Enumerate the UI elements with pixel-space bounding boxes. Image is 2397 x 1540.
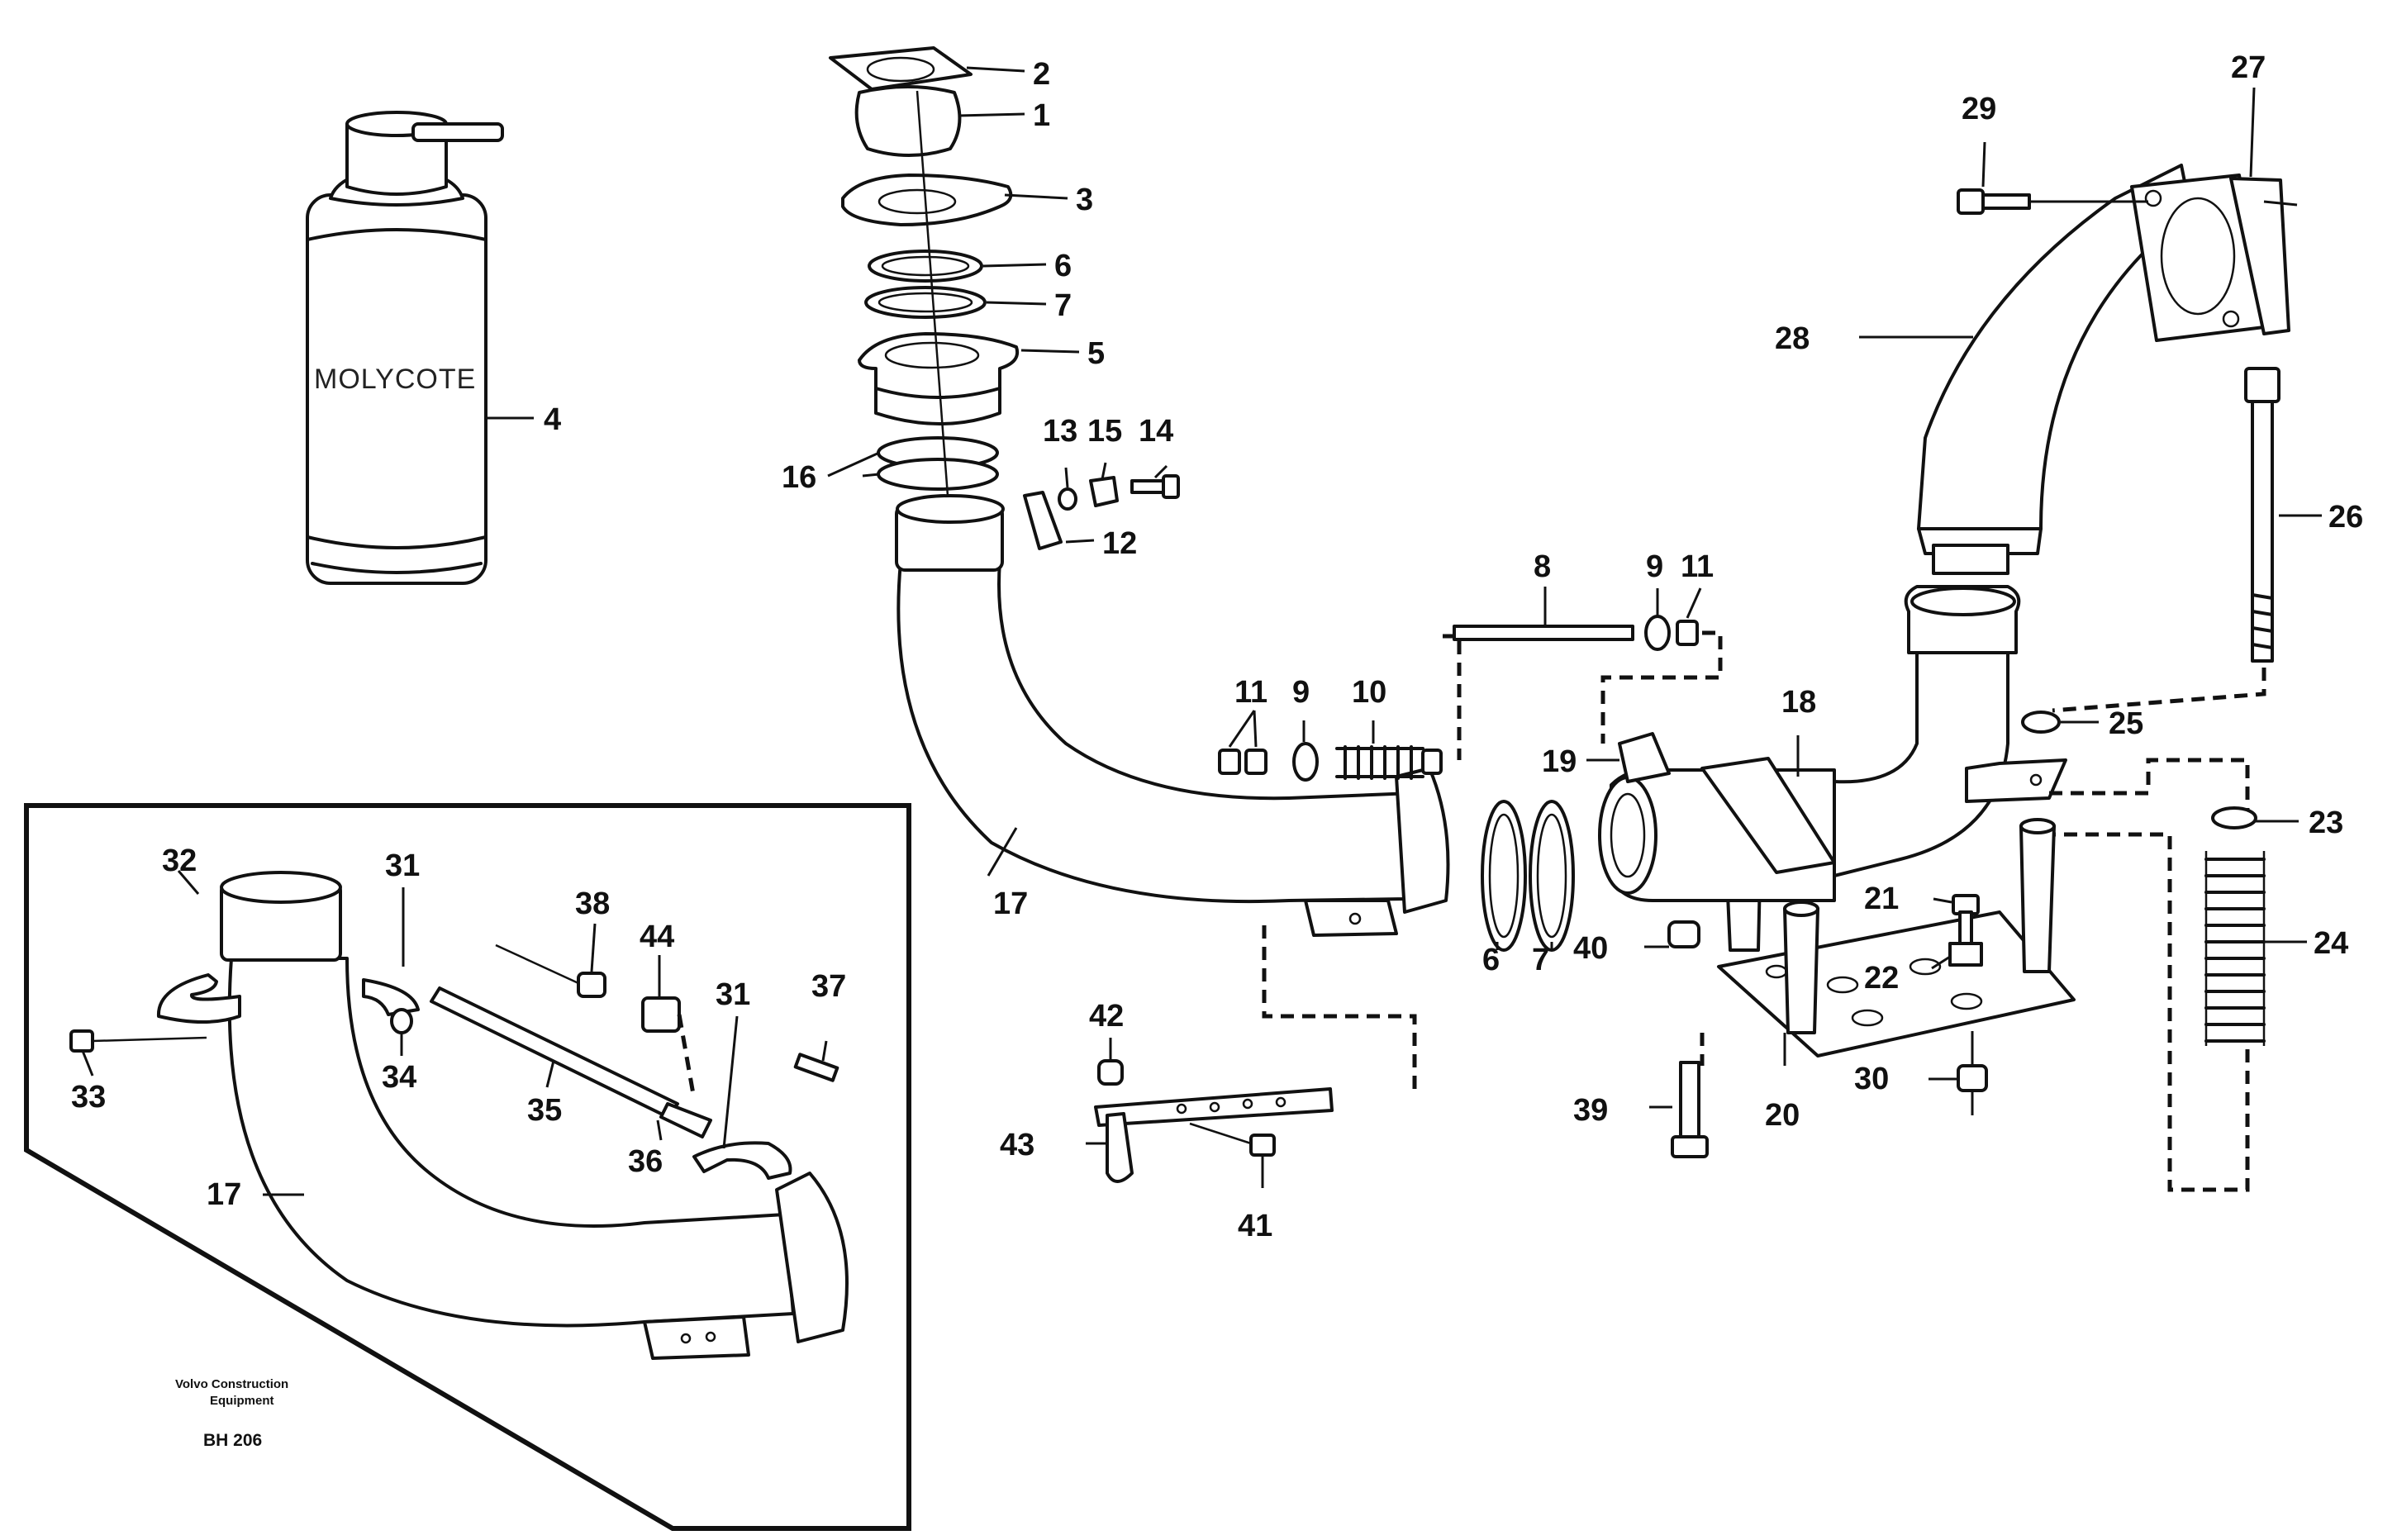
dashed-assembly-lines [1262, 630, 2266, 1192]
callout-22: 22 [1864, 961, 1899, 996]
callout-9: 9 [1292, 675, 1310, 710]
callout-14: 14 [1139, 414, 1173, 449]
callout-labels: 2 1 3 6 7 5 4 16 13 15 14 12 8 9 11 11 9… [71, 50, 2363, 1243]
callout-28: 28 [1775, 321, 1810, 356]
callout-41: 41 [1238, 1209, 1272, 1243]
callout-34: 34 [382, 1060, 416, 1095]
sleeve-and-mount-plate [1598, 585, 2076, 1158]
callout-6: 6 [1482, 943, 1500, 977]
callout-32: 32 [162, 844, 197, 878]
callout-5: 5 [1087, 336, 1105, 371]
callout-31: 31 [716, 977, 750, 1012]
callout-26: 26 [2328, 500, 2363, 535]
spring-stack [2021, 711, 2266, 1046]
callout-42: 42 [1089, 999, 1124, 1034]
upper-elbow-28 [1917, 164, 2290, 575]
callout-27: 27 [2231, 50, 2266, 85]
credit-line-1: Volvo Construction [175, 1377, 288, 1391]
credit-line-2: Equipment [210, 1394, 274, 1408]
callout-19: 19 [1542, 744, 1577, 779]
callout-43: 43 [1000, 1128, 1034, 1162]
callout-13: 13 [1043, 414, 1077, 449]
callout-2: 2 [1033, 57, 1050, 92]
callout-10: 10 [1352, 675, 1386, 710]
callout-1: 1 [1033, 98, 1050, 133]
callout-7: 7 [1532, 943, 1549, 977]
callout-31: 31 [385, 848, 420, 883]
callout-39: 39 [1573, 1093, 1608, 1128]
callout-33: 33 [71, 1080, 106, 1115]
callout-38: 38 [575, 886, 610, 921]
callout-21: 21 [1864, 882, 1899, 916]
callout-37: 37 [811, 969, 846, 1004]
callout-18: 18 [1781, 685, 1816, 720]
callout-29: 29 [1962, 92, 1996, 126]
callout-17: 17 [993, 886, 1028, 921]
can-brand-label: MOLYCOTE [314, 364, 476, 395]
molycote-spray-can: MOLYCOTE [306, 111, 504, 585]
callout-11: 11 [1681, 549, 1714, 584]
callout-9: 9 [1646, 549, 1663, 584]
clip-bolt-group [1023, 474, 1180, 550]
coupling-rings [1481, 800, 1575, 952]
bend-pipe-17 [895, 494, 1450, 937]
stud-nut-group [1218, 615, 1699, 782]
callout-11: 11 [1234, 675, 1267, 710]
callout-15: 15 [1087, 414, 1122, 449]
callout-44: 44 [640, 920, 674, 954]
callout-25: 25 [2109, 706, 2143, 741]
callout-30: 30 [1854, 1062, 1889, 1096]
callout-35: 35 [527, 1093, 562, 1128]
callout-8: 8 [1534, 549, 1551, 584]
callout-17: 17 [207, 1177, 241, 1212]
inset-detail-panel: Volvo Construction Equipment BH 206 [24, 803, 911, 1531]
long-bolt-26 [2244, 367, 2280, 663]
callout-12: 12 [1102, 526, 1137, 561]
callout-23: 23 [2309, 806, 2343, 840]
callout-24: 24 [2314, 926, 2348, 961]
leader-lines [81, 66, 2322, 1196]
callout-6: 6 [1054, 249, 1072, 283]
callout-40: 40 [1573, 931, 1608, 966]
callout-3: 3 [1076, 183, 1093, 217]
callout-36: 36 [628, 1144, 663, 1179]
callout-7: 7 [1054, 288, 1072, 323]
callout-4: 4 [544, 402, 561, 437]
top-flange-stack [829, 46, 1019, 530]
linkage-arm-group [1094, 1059, 1334, 1183]
callout-16: 16 [782, 460, 816, 495]
drawing-code: BH 206 [203, 1431, 262, 1450]
callout-20: 20 [1765, 1098, 1800, 1133]
